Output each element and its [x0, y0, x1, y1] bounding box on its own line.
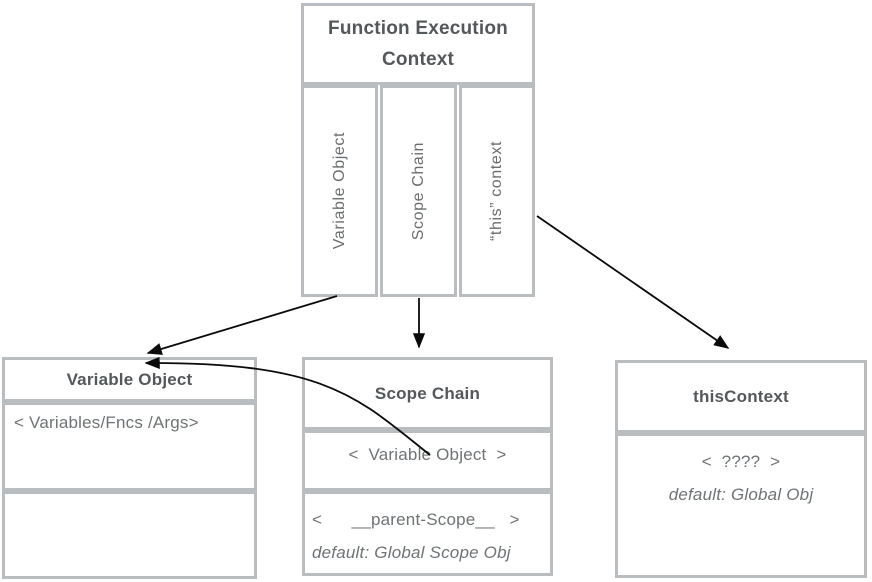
top-column-scope-chain-label: Scope Chain — [409, 141, 427, 241]
variable-object-empty-section — [2, 491, 257, 579]
variable-object-box-title: Variable Object — [66, 369, 193, 389]
variable-object-box-header: Variable Object — [2, 357, 257, 402]
arrow-this-context-column-to-box — [536, 215, 730, 349]
function-execution-context-box: Function Execution Context — [301, 3, 535, 85]
arrow-variable-object-column-to-box — [146, 295, 338, 355]
scope-chain-variable-object-section: < Variable Object > — [302, 430, 553, 491]
scope-chain-parent-scope-section: < __parent-Scope__ > default: Global Sco… — [302, 491, 553, 576]
scope-chain-parent-scope-text: < __parent-Scope__ > — [312, 510, 520, 529]
this-context-default-text: default: Global Obj — [668, 485, 814, 504]
this-context-box-header: thisContext — [615, 360, 867, 433]
top-column-this-context: “this” context — [459, 85, 535, 297]
scope-chain-box-title: Scope Chain — [374, 383, 481, 403]
scope-chain-box-header: Scope Chain — [302, 357, 553, 430]
this-context-box-title: thisContext — [693, 386, 789, 406]
scope-chain-default-text: default: Global Scope Obj — [312, 543, 511, 562]
variable-object-members-text: < Variables/Fncs /Args> — [14, 413, 199, 432]
top-column-scope-chain: Scope Chain — [380, 85, 457, 297]
scope-chain-variable-object-text: < Variable Object > — [348, 445, 507, 464]
top-column-variable-object: Variable Object — [301, 85, 378, 297]
function-execution-context-title: Function Execution Context — [328, 18, 508, 70]
top-column-this-context-label: “this” context — [488, 141, 505, 241]
this-context-body-section: < ???? > default: Global Obj — [615, 433, 867, 578]
this-context-value-text: < ???? > — [701, 452, 781, 471]
top-column-variable-object-label: Variable Object — [330, 132, 348, 250]
variable-object-members-section: < Variables/Fncs /Args> — [2, 402, 257, 491]
